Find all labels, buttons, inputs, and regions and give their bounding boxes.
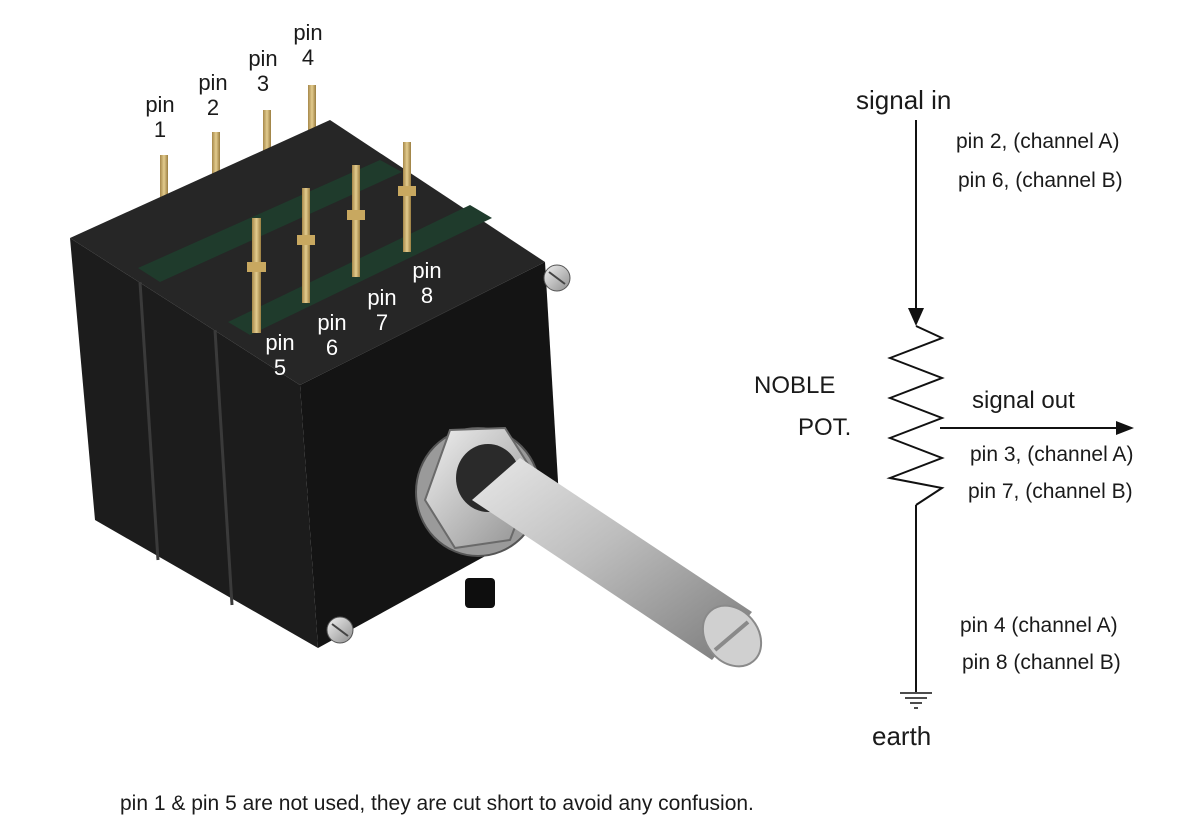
pin-8-shoulder [398, 186, 416, 196]
pin-label-8: pin 8 [407, 258, 447, 309]
earth-label: earth [872, 721, 932, 751]
gang-groove-2 [213, 329, 234, 606]
pin-8-lead [403, 142, 411, 252]
pcb-strip-back [138, 160, 402, 282]
output-pin-a: pin 3, (channel A) [970, 443, 1134, 466]
pin-label-5: pin 5 [260, 330, 300, 381]
earth-pin-a: pin 4 (channel A) [960, 614, 1118, 637]
pin-label-6: pin 6 [312, 310, 352, 361]
pin-label-1-word: pin [145, 92, 175, 117]
schematic [886, 120, 1134, 709]
signal-out-label: signal out [972, 387, 1075, 414]
input-pin-b: pin 6, (channel B) [958, 169, 1123, 192]
resistor-zigzag [886, 325, 945, 506]
pin-6-lead [302, 188, 310, 303]
pin-label-2-word: pin [198, 70, 228, 95]
potentiometer-photo [70, 85, 763, 668]
pin-label-4: pin 4 [288, 20, 328, 71]
anti-rotation-tab [465, 578, 495, 608]
front-pin-row [247, 142, 416, 333]
pin-7-lead [352, 165, 360, 277]
pot-shaft [472, 458, 752, 660]
pin-label-7: pin 7 [362, 285, 402, 336]
signal-in-label: signal in [856, 85, 952, 115]
footnote: pin 1 & pin 5 are not used, they are cut… [120, 792, 754, 815]
output-pin-b: pin 7, (channel B) [968, 480, 1133, 503]
pin-label-1: pin 1 [140, 92, 180, 143]
pin-5-shoulder [247, 262, 266, 272]
screw-slot-bottom [331, 623, 349, 637]
pin-label-5-num: 5 [273, 355, 287, 381]
pin-label-8-num: 8 [420, 283, 434, 309]
pin-label-4-word: pin [293, 20, 323, 45]
pin-label-4-num: 4 [301, 45, 315, 71]
earth-pin-b: pin 8 (channel B) [962, 651, 1121, 674]
pin-label-3-word: pin [248, 46, 278, 71]
pin-label-1-num: 1 [153, 117, 167, 143]
pot-label-line1: NOBLE [754, 372, 836, 399]
screw-slot-top [548, 271, 566, 285]
pin-7-shoulder [347, 210, 365, 220]
output-arrowhead [1116, 421, 1134, 435]
pin-label-7-num: 7 [375, 310, 389, 336]
input-arrowhead [908, 308, 924, 326]
pin-6-shoulder [297, 235, 315, 245]
pot-left-face [70, 238, 318, 648]
pin-label-3-num: 3 [256, 71, 270, 97]
pin-label-5-word: pin [265, 330, 295, 355]
pot-label-line2: POT. [798, 414, 852, 441]
gang-groove-1 [138, 281, 160, 561]
pin-label-7-word: pin [367, 285, 397, 310]
pin-label-6-num: 6 [325, 335, 339, 361]
pin-label-2: pin 2 [193, 70, 233, 121]
pin-label-6-word: pin [317, 310, 347, 335]
pin-label-3: pin 3 [243, 46, 283, 97]
shaft-slot [713, 620, 750, 652]
input-pin-a: pin 2, (channel A) [956, 130, 1120, 153]
pin-5-lead [252, 218, 261, 333]
pin-label-8-word: pin [412, 258, 442, 283]
pin-label-2-num: 2 [206, 95, 220, 121]
